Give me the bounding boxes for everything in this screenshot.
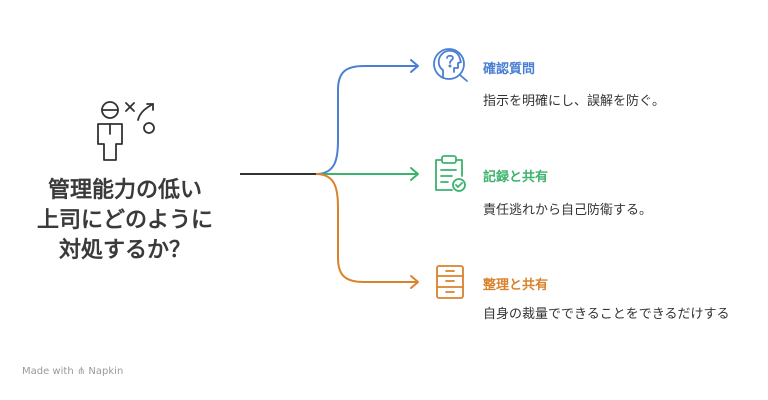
made-with-napkin-footer[interactable]: Made with ⋔ Napkin [22,366,123,377]
main-title-line-3: 対処するか？ [58,238,191,263]
branch-2-title: 記録と共有 [483,170,549,185]
arrowhead-branch-3 [410,275,419,289]
branch-3-title: 整理と共有 [483,278,549,293]
connector-branch-1 [315,65,418,175]
clipboard-check-icon [435,155,466,192]
filing-cabinet-icon [436,265,464,299]
branch-2-description: 責任逃れから自己防衛する。 [483,203,653,218]
connector-branch-3 [315,173,418,283]
main-title-line-1: 管理能力の低い [47,178,202,203]
arrowhead-branch-2 [410,167,419,181]
made-with-label: Made with [22,366,74,377]
napkin-logo-icon: ⋔ [76,366,86,377]
branch-1-description: 指示を明確にし、誤解を防ぐ。 [483,94,666,109]
arrowhead-branch-1 [410,59,419,73]
branch-1-title: 確認質問 [483,62,536,77]
main-title-line-2: 上司にどのように [36,208,213,233]
napkin-brand-label: Napkin [88,366,124,377]
main-title: 管理能力の低い 上司にどのように 対処するか？ [20,176,230,266]
strategy-person-icon [97,101,155,161]
head-question-magnifier-icon [433,48,468,82]
branch-3-description: 自身の裁量でできることをできるだけする [483,307,730,322]
